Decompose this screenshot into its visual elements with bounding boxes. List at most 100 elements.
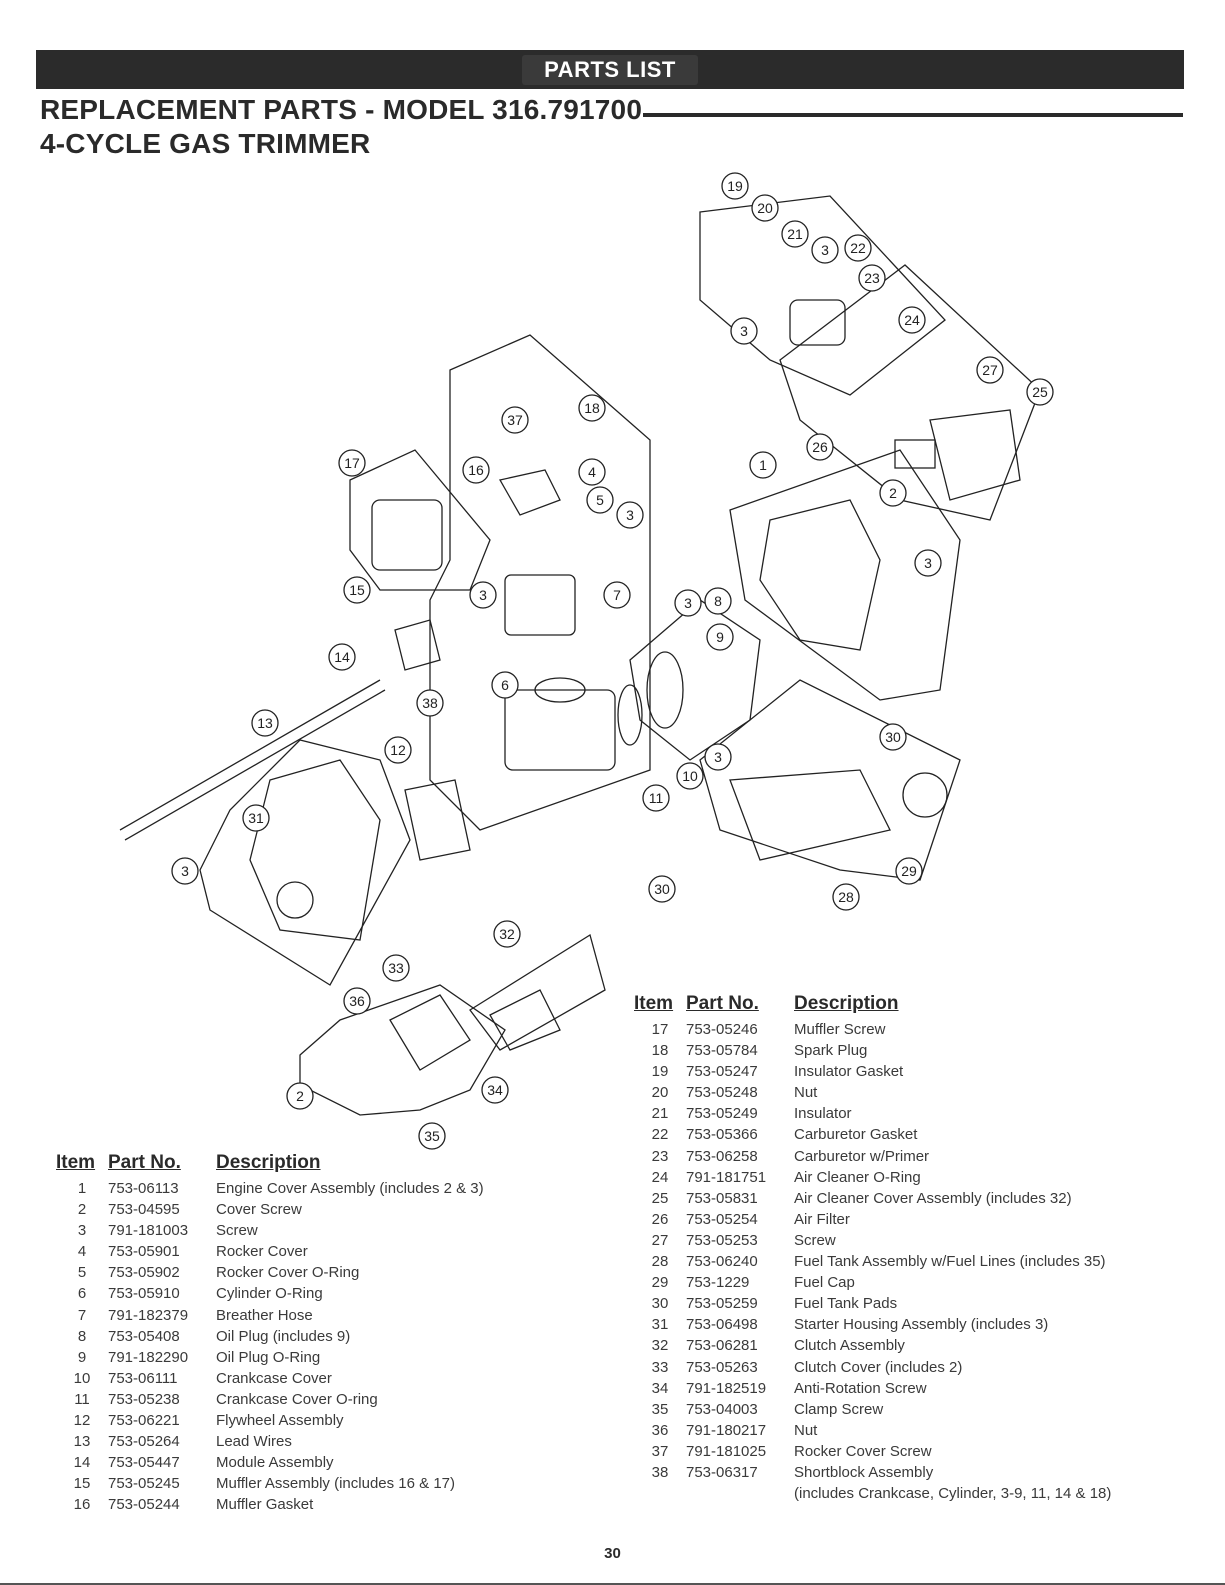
callout-14: 14: [328, 643, 356, 671]
callout-17: 17: [338, 449, 366, 477]
callout-label: 13: [257, 715, 273, 731]
callout-label: 2: [296, 1088, 304, 1104]
description-text: Muffler Assembly (includes 16 & 17): [216, 1475, 455, 1493]
part-number: 753-05254: [686, 1210, 758, 1228]
part-number: 753-05248: [686, 1084, 758, 1102]
callout-25: 25: [1026, 378, 1054, 406]
callout-label: 19: [727, 178, 743, 194]
clutch-shape: [489, 989, 561, 1051]
part-description: Rocker Cover O-Ring: [216, 1262, 359, 1283]
part-number: 753-05247: [686, 1063, 758, 1081]
flywheel-shape: [404, 779, 471, 861]
description-text: Air Cleaner O-Ring: [794, 1168, 921, 1186]
clutch-cover-group-outline: [299, 984, 506, 1116]
part-number: 791-182379: [108, 1306, 189, 1324]
callout-30: 30: [879, 723, 907, 751]
callout-label: 20: [757, 200, 773, 216]
description-text: Air Cleaner Cover Assembly (includes 32): [794, 1189, 1072, 1207]
starter-housing-shape: [249, 759, 381, 941]
part-number: 753-05263: [686, 1358, 758, 1376]
callout-label: 10: [682, 768, 698, 784]
item-number: 21: [651, 1105, 669, 1123]
callout-label: 17: [344, 455, 360, 471]
part-description: Muffler Gasket: [216, 1494, 313, 1515]
description-text: Shortblock Assembly: [794, 1463, 934, 1481]
callout-18: 18: [578, 394, 606, 422]
description-text: Crankcase Cover O-ring: [216, 1390, 378, 1408]
callout-30: 30: [648, 875, 676, 903]
rocker-cover-shape: [498, 469, 561, 516]
item-number: 25: [651, 1189, 669, 1207]
callout-label: 12: [390, 742, 406, 758]
carburetor-group-outline: [699, 195, 946, 396]
item-number: 2: [77, 1201, 87, 1219]
lead-wires-shape-2: [124, 689, 386, 841]
description-text: Oil Plug O-Ring: [216, 1348, 321, 1366]
description-text: Rocker Cover: [216, 1243, 308, 1261]
callout-22: 22: [844, 234, 872, 262]
description-text: Breather Hose: [216, 1306, 313, 1324]
item-number: 35: [651, 1400, 669, 1418]
description-text: Air Filter: [794, 1210, 850, 1228]
part-number: 753-06240: [686, 1253, 758, 1271]
item-number: 23: [651, 1147, 669, 1165]
part-number: 791-181025: [686, 1442, 767, 1460]
callout-20: 20: [751, 194, 779, 222]
description-text: Anti-Rotation Screw: [794, 1379, 927, 1397]
crankcase-oring-shape: [617, 684, 643, 746]
part-number: 753-05902: [108, 1264, 180, 1282]
callout-3: 3: [674, 589, 702, 617]
description-text: Oil Plug (includes 9): [216, 1327, 351, 1345]
header-description: Description: [794, 993, 899, 1014]
callout-23: 23: [858, 264, 886, 292]
part-description: Insulator: [794, 1103, 852, 1124]
header-part-no: Part No.: [686, 993, 759, 1014]
item-number: 26: [651, 1210, 669, 1228]
callout-label: 21: [787, 226, 803, 242]
callout-label: 25: [1032, 384, 1048, 400]
callout-3: 3: [811, 236, 839, 264]
fuel-cap-shape: [902, 772, 948, 818]
part-description: Air Filter: [794, 1209, 850, 1230]
part-description: Air Cleaner O-Ring: [794, 1167, 921, 1188]
callout-27: 27: [976, 356, 1004, 384]
part-number: 753-06111: [108, 1369, 178, 1387]
callout-19: 19: [721, 172, 749, 200]
item-number: 6: [77, 1285, 87, 1303]
part-number: 753-04003: [686, 1400, 758, 1418]
description-text: Nut: [794, 1084, 818, 1102]
cylinder-oring-shape: [534, 677, 586, 703]
part-number: 753-1229: [686, 1274, 750, 1292]
description-text: Cylinder O-Ring: [216, 1285, 323, 1303]
callout-1: 1: [749, 451, 777, 479]
callout-label: 14: [334, 649, 350, 665]
item-number: 36: [651, 1421, 669, 1439]
fuel-tank-shape: [729, 769, 891, 861]
part-number: 753-06317: [686, 1463, 758, 1481]
clutch-group-outline: [469, 933, 606, 1051]
part-number: 753-05408: [108, 1327, 180, 1345]
callout-3: 3: [704, 743, 732, 771]
part-description: Fuel Cap: [794, 1272, 855, 1293]
callout-label: 23: [864, 270, 880, 286]
part-number: 753-06281: [686, 1337, 758, 1355]
part-number: 753-05259: [686, 1295, 758, 1313]
part-description: Clutch Cover (includes 2): [794, 1357, 962, 1378]
item-number: 15: [73, 1475, 91, 1493]
